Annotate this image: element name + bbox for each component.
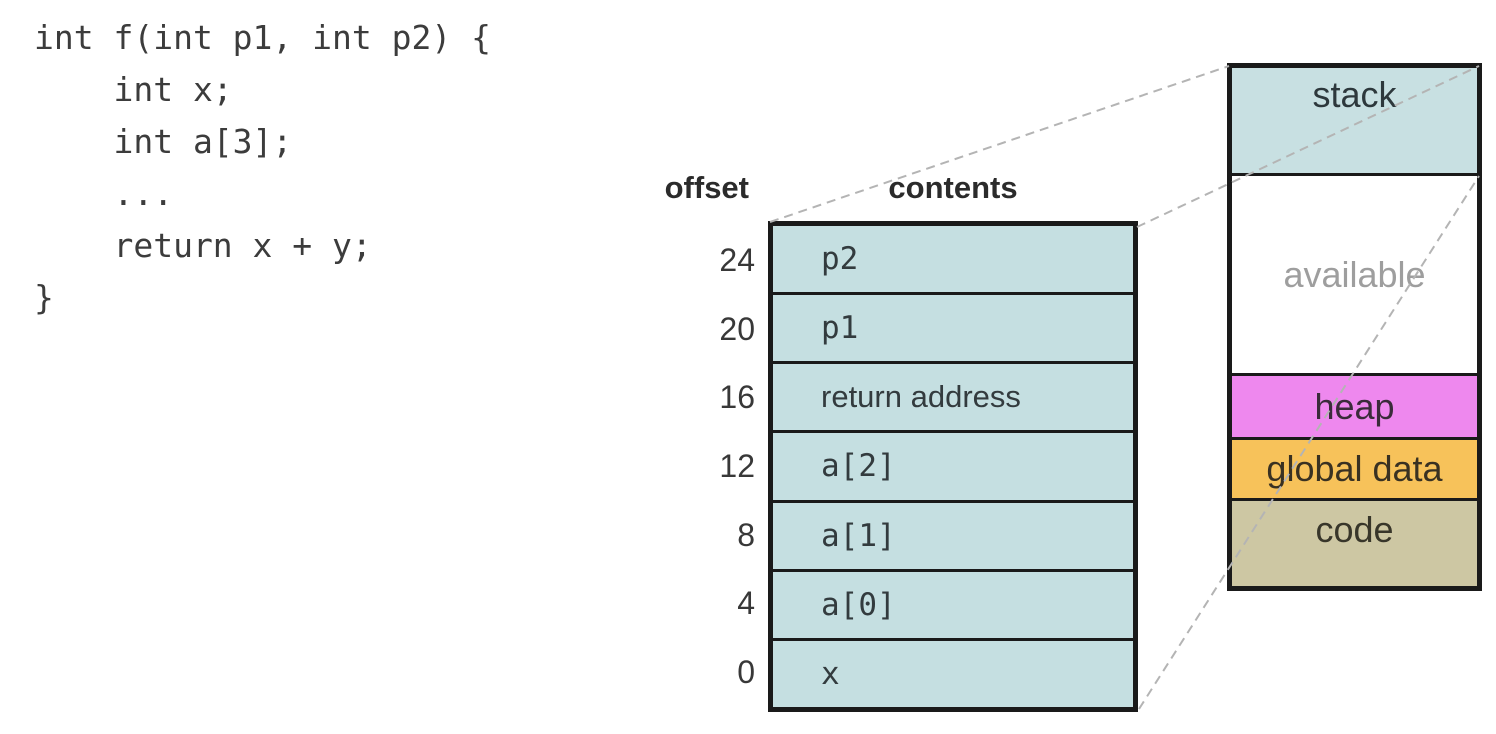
offset-column-header: offset bbox=[664, 170, 749, 205]
memory-section-label: stack bbox=[1312, 74, 1397, 115]
offset-label: 12 bbox=[719, 448, 755, 485]
code-line: } bbox=[34, 278, 54, 317]
memory-section-label: heap bbox=[1314, 385, 1395, 427]
memory-section-stack: stack bbox=[1232, 68, 1477, 173]
table-row: a[0] bbox=[773, 568, 1133, 638]
offset-label: 4 bbox=[737, 585, 755, 622]
table-row: a[1] bbox=[773, 499, 1133, 569]
code-snippet: int f(int p1, int p2) { int x; int a[3];… bbox=[34, 12, 491, 324]
offset-label: 24 bbox=[719, 241, 755, 278]
code-line: ... bbox=[34, 174, 174, 213]
code-line: return x + y; bbox=[34, 226, 372, 265]
table-row: return address bbox=[773, 361, 1133, 431]
stack-frame-table: p2 p1 return address a[2] a[1] a[0] x bbox=[768, 221, 1138, 712]
contents-column-header: contents bbox=[888, 170, 1018, 205]
offset-label: 20 bbox=[719, 310, 755, 347]
offset-column: 24 20 16 12 8 4 0 bbox=[590, 226, 755, 707]
code-line: int a[3]; bbox=[34, 122, 293, 161]
memory-section-global-data: global data bbox=[1232, 437, 1477, 498]
memory-map: stack available heap global data code bbox=[1227, 63, 1482, 591]
offset-label: 16 bbox=[719, 379, 755, 416]
table-row: p2 bbox=[773, 226, 1133, 293]
memory-section-available: available bbox=[1232, 173, 1477, 373]
table-row: a[2] bbox=[773, 430, 1133, 500]
offset-label: 0 bbox=[737, 654, 755, 691]
memory-section-label: global data bbox=[1266, 448, 1443, 489]
memory-section-label: code bbox=[1315, 509, 1394, 550]
code-line: int x; bbox=[34, 70, 233, 109]
table-row: p1 bbox=[773, 292, 1133, 362]
table-row: x bbox=[773, 637, 1133, 707]
offset-label: 8 bbox=[737, 516, 755, 553]
memory-section-heap: heap bbox=[1232, 373, 1477, 437]
memory-section-code: code bbox=[1232, 498, 1477, 586]
memory-section-label: available bbox=[1283, 253, 1426, 295]
code-line: int f(int p1, int p2) { bbox=[34, 18, 491, 57]
